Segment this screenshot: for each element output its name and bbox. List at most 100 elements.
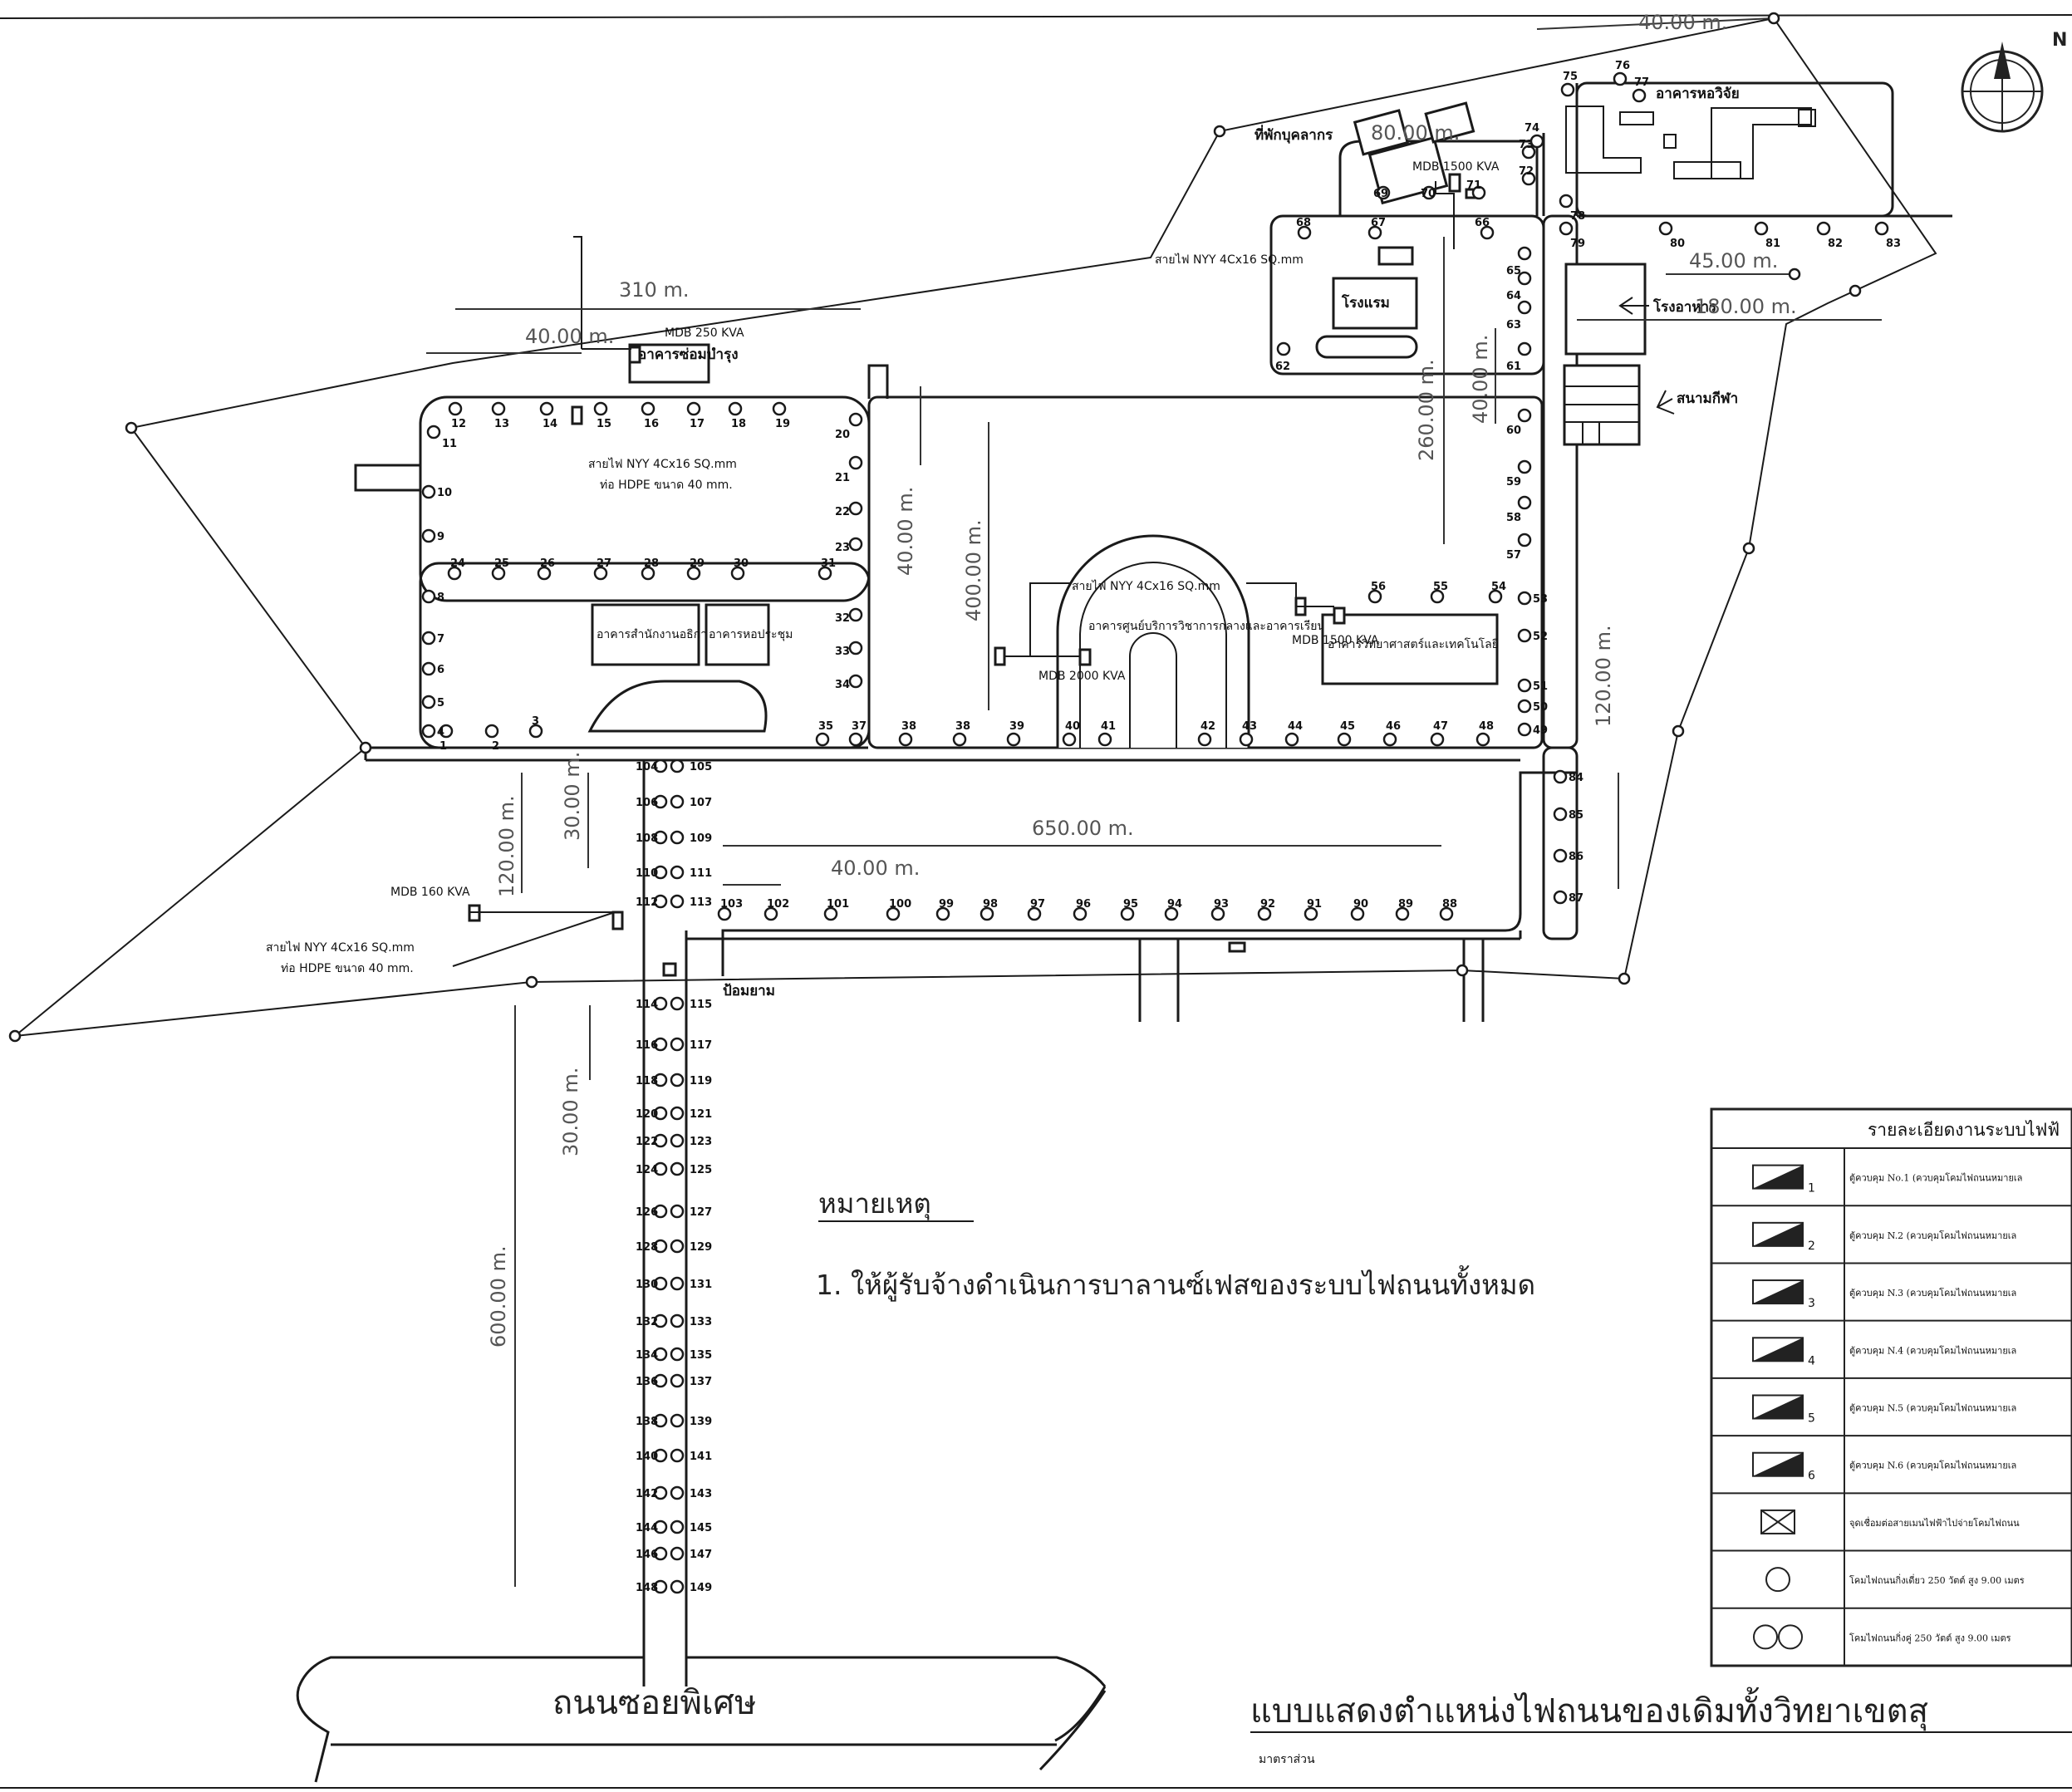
- cable-junction-point: [1742, 542, 1755, 555]
- street-light-pole: [818, 566, 832, 581]
- street-light-pole: [670, 1073, 685, 1087]
- street-light-pole: [1197, 732, 1212, 747]
- dim-80: 80.00 m.: [1371, 121, 1460, 145]
- pole-number: 86: [1569, 851, 1583, 863]
- pole-number: 58: [1506, 512, 1521, 524]
- street-light-pole: [717, 906, 732, 921]
- pole-number: 33: [835, 646, 850, 658]
- street-light-pole: [653, 794, 668, 809]
- pole-number: 85: [1569, 809, 1583, 822]
- pole-number: 99: [939, 898, 954, 911]
- pole-number: 43: [1242, 720, 1257, 733]
- street-light-pole: [1613, 71, 1628, 86]
- pole-number: 62: [1275, 361, 1290, 373]
- street-light-pole: [653, 1373, 668, 1388]
- cable-junction-point: [1456, 964, 1469, 977]
- street-light-pole: [1553, 890, 1568, 905]
- cable-junction-point: [125, 421, 138, 434]
- pole-number: 53: [1533, 593, 1548, 606]
- street-light-pole: [1559, 194, 1574, 209]
- main-cable-route: [14, 17, 1937, 1037]
- street-light-pole: [1529, 134, 1544, 149]
- cabinet-number: 3: [1808, 1297, 1815, 1310]
- pole-number: 143: [690, 1488, 712, 1500]
- pole-number: 42: [1200, 720, 1215, 733]
- sheet-border-top: [0, 14, 2072, 19]
- control-cabinet-icon: [1752, 1221, 1804, 1247]
- pole-number: 92: [1260, 898, 1275, 911]
- street-light-pole: [421, 484, 436, 499]
- pole-number: 41: [1101, 720, 1116, 733]
- control-cabinet-icon: [1752, 1279, 1804, 1305]
- street-light-pole: [728, 401, 743, 416]
- street-light-pole: [1350, 906, 1365, 921]
- pole-number: 47: [1433, 720, 1448, 733]
- pole-number: 116: [636, 1039, 658, 1052]
- dim-45: 45.00 m.: [1689, 249, 1778, 272]
- street-light-pole: [653, 830, 668, 845]
- street-light-pole: [670, 1546, 685, 1561]
- street-light-pole: [653, 1037, 668, 1052]
- street-light-pole: [1553, 848, 1568, 863]
- pole-number: 149: [690, 1582, 712, 1594]
- street-light-pole: [1210, 906, 1225, 921]
- street-light-pole: [653, 1204, 668, 1219]
- pole-number: 112: [636, 896, 658, 909]
- street-light-pole: [952, 732, 967, 747]
- street-light-pole: [447, 566, 462, 581]
- pole-number: 91: [1307, 898, 1322, 911]
- street-light-pole: [670, 1448, 685, 1463]
- street-light-pole: [1517, 341, 1532, 356]
- cable-junction-point: [525, 975, 538, 989]
- pole-number: 98: [983, 898, 998, 911]
- pole-number: 121: [690, 1108, 712, 1121]
- street-light-pole: [670, 1204, 685, 1219]
- dim-120-l: 120.00 m.: [495, 795, 518, 897]
- street-light-pole: [1553, 807, 1568, 822]
- pole-number: 145: [690, 1522, 712, 1534]
- street-light-pole: [763, 906, 778, 921]
- label-central-service: อาคารศูนย์บริการวิชาการกลางและอาคารเรียน…: [1088, 619, 1346, 633]
- street-light-pole: [1521, 145, 1536, 160]
- street-light-pole: [1517, 628, 1532, 643]
- pole-number: 27: [597, 557, 611, 570]
- street-light-pole: [848, 412, 863, 427]
- pole-number: 139: [690, 1416, 712, 1428]
- pole-number: 122: [636, 1136, 658, 1148]
- svg-text:N: N: [2052, 30, 2067, 51]
- pole-number: 134: [636, 1349, 658, 1362]
- pole-number: 44: [1288, 720, 1303, 733]
- street-light-pole: [593, 401, 608, 416]
- cabinet-number: 6: [1808, 1470, 1815, 1483]
- cabinet-number: 5: [1808, 1412, 1815, 1426]
- street-light-pole: [670, 1133, 685, 1148]
- junction-box-icon: [1760, 1509, 1795, 1534]
- pole-number: 128: [636, 1241, 658, 1254]
- street-light-pole: [653, 1276, 668, 1291]
- label-cable-bottom-1: สายไฟ NYY 4Cx16 SQ.mm: [266, 940, 415, 955]
- pole-number: 137: [690, 1376, 712, 1388]
- pole-number: 31: [821, 557, 836, 570]
- street-light-pole: [1439, 906, 1454, 921]
- street-light-pole: [653, 865, 668, 880]
- street-light-pole: [1517, 533, 1532, 547]
- legend-row-text: ตู้ควบคุม N.2 (ควบคุมโคมไฟถนนหมายเล: [1849, 1230, 2016, 1241]
- pole-number: 37: [852, 720, 867, 733]
- dim-40-b: 40.00 m.: [831, 857, 920, 880]
- pole-number: 125: [690, 1164, 712, 1176]
- label-cable-left-2: ท่อ HDPE ขนาด 40 mm.: [600, 479, 733, 492]
- street-light-pole: [653, 1133, 668, 1148]
- street-light-pole: [653, 1347, 668, 1362]
- double-lamp-icon: [1753, 1624, 1803, 1650]
- legend-title: รายละเอียดงานระบบไฟฟ้: [1868, 1120, 2060, 1140]
- cable-junction-point: [1788, 268, 1801, 281]
- street-light-pole: [1430, 732, 1445, 747]
- dim-40-v2: 40.00 m.: [894, 487, 917, 576]
- pole-number: 79: [1570, 238, 1585, 250]
- street-light-pole: [653, 1413, 668, 1428]
- pole-number: 59: [1506, 476, 1521, 489]
- street-light-pole: [421, 695, 436, 709]
- dim-310: 310 m.: [619, 278, 689, 302]
- label-staff-housing: ที่พักบุคลากร: [1254, 125, 1333, 144]
- legend-row-text: ตู้ควบคุม N.4 (ควบคุมโคมไฟถนนหมายเล: [1849, 1344, 2016, 1356]
